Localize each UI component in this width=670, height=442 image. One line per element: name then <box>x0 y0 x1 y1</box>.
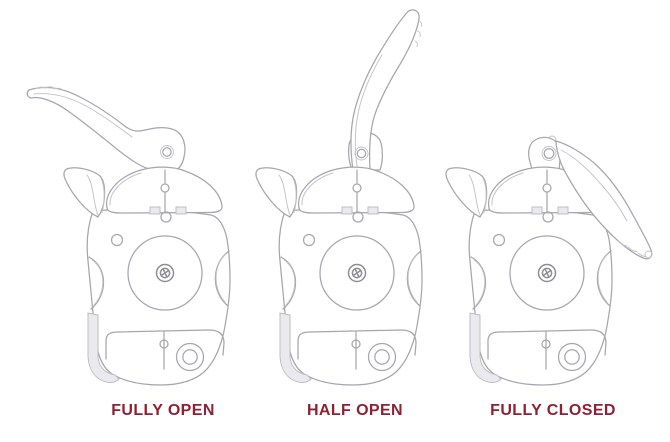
clamp-lever-half <box>348 9 423 171</box>
figure-label-fully-open: FULLY OPEN <box>111 402 215 419</box>
clamp-lever-open <box>26 86 186 171</box>
clamp-lever-closed-arm <box>555 140 653 260</box>
figure-half-open <box>255 9 423 386</box>
figure-label-half-open: HALF OPEN <box>306 402 404 419</box>
figure-label-fully-closed: FULLY CLOSED <box>490 402 616 419</box>
figure-fully-closed <box>445 135 653 386</box>
figure-fully-open <box>26 86 231 386</box>
